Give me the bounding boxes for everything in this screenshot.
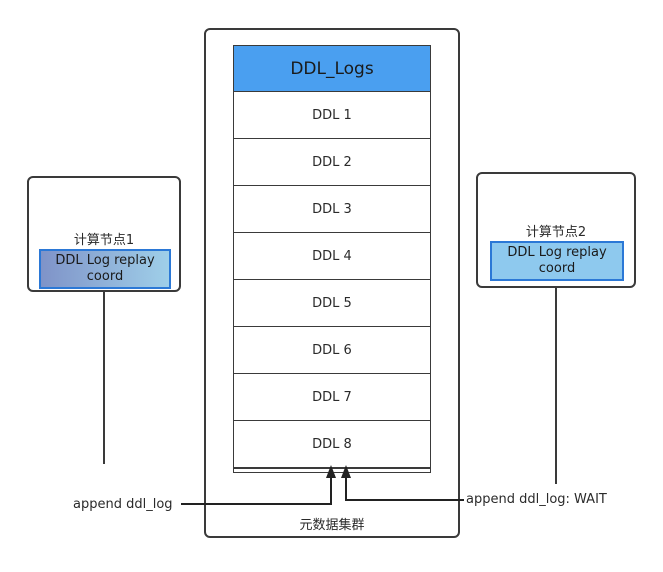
ddl-logs-table: DDL_Logs DDL 1 DDL 2 DDL 3 DDL 4 DDL 5 D… bbox=[233, 45, 431, 473]
compute-node-1: 计算节点1 DDL Log replay coord bbox=[27, 176, 181, 292]
compute-node-2: 计算节点2 DDL Log replay coord bbox=[476, 172, 636, 288]
ddl-log-row: DDL 1 bbox=[234, 92, 430, 139]
arrowhead-node2 bbox=[341, 465, 351, 478]
edge-append-node1-arrow bbox=[181, 468, 332, 505]
ddl-log-row: DDL 5 bbox=[234, 280, 430, 327]
edge-label-append-node1: append ddl_log bbox=[73, 497, 173, 512]
ddl-log-row: DDL 8 bbox=[234, 421, 430, 468]
compute-node-1-coord: DDL Log replay coord bbox=[39, 249, 171, 289]
ddl-logs-header: DDL_Logs bbox=[234, 46, 430, 92]
edge-label-append-node2: append ddl_log: WAIT bbox=[466, 492, 607, 507]
edge-append-node2-arrow bbox=[345, 468, 464, 501]
ddl-log-row: DDL 3 bbox=[234, 186, 430, 233]
compute-node-2-coord: DDL Log replay coord bbox=[490, 241, 624, 281]
ddl-log-row: DDL 4 bbox=[234, 233, 430, 280]
arrowhead-node1 bbox=[326, 465, 336, 478]
compute-node-1-title: 计算节点1 bbox=[73, 233, 135, 248]
ddl-log-row: DDL 7 bbox=[234, 374, 430, 421]
metadata-cluster-label: 元数据集群 bbox=[299, 518, 365, 533]
ddl-log-row: DDL 6 bbox=[234, 327, 430, 374]
ddl-log-row: DDL 2 bbox=[234, 139, 430, 186]
compute-node-2-title: 计算节点2 bbox=[525, 225, 587, 240]
